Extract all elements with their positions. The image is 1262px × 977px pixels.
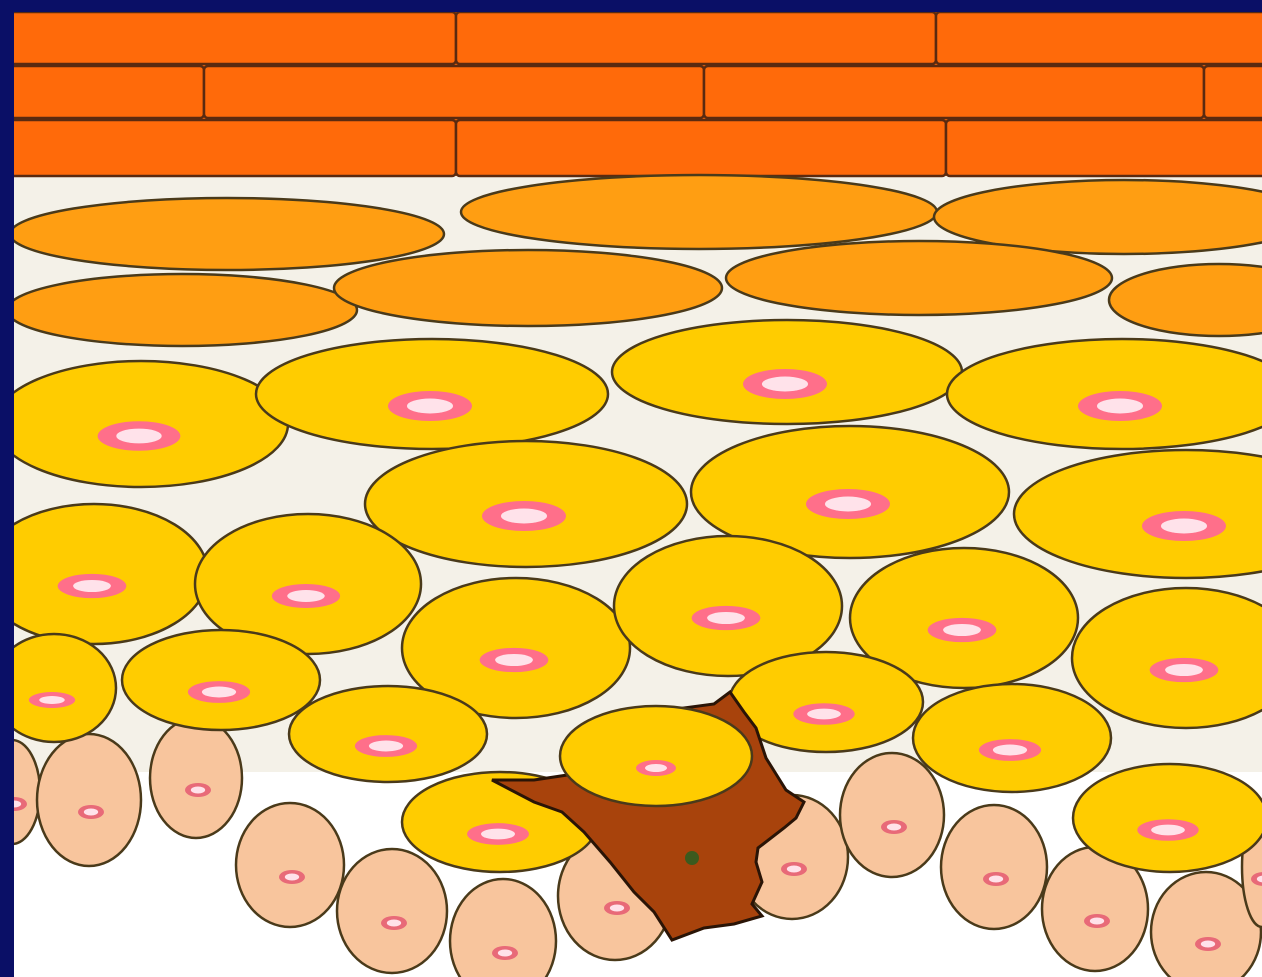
nucleus-highlight xyxy=(191,787,205,794)
nucleus-highlight xyxy=(989,876,1003,883)
brick xyxy=(14,120,456,176)
basal-cell xyxy=(941,805,1047,929)
brick xyxy=(704,66,1204,118)
spinous-cell xyxy=(14,634,116,742)
granular-cell xyxy=(14,274,357,346)
nucleus-highlight xyxy=(495,654,533,666)
stratum-corneum-bricks xyxy=(14,12,1262,176)
nucleus-highlight xyxy=(993,745,1027,756)
nucleus-highlight xyxy=(1151,825,1185,836)
ulcer-spot xyxy=(685,851,699,865)
granular-cell xyxy=(1109,264,1262,336)
nucleus-highlight xyxy=(1097,399,1143,414)
basal-cell xyxy=(150,718,242,838)
spinous-cell xyxy=(289,686,487,782)
nucleus-highlight xyxy=(84,809,98,816)
nucleus-highlight xyxy=(787,866,801,873)
basal-cell xyxy=(337,849,447,973)
stratum-granulosum-cells xyxy=(14,175,1262,346)
brick xyxy=(1204,66,1262,118)
nucleus-highlight xyxy=(116,429,161,444)
nucleus-highlight xyxy=(481,829,515,840)
nucleus-highlight xyxy=(707,612,745,624)
spinous-cell xyxy=(1014,450,1262,578)
spinous-cell xyxy=(14,504,208,644)
nucleus-highlight xyxy=(73,580,111,592)
nucleus-highlight xyxy=(407,399,453,414)
granular-cell xyxy=(726,241,1112,315)
brick xyxy=(14,66,204,118)
brick xyxy=(936,12,1262,64)
nucleus-highlight xyxy=(498,950,512,957)
nucleus-highlight xyxy=(202,687,236,698)
foreground-cells xyxy=(560,706,752,806)
spinous-cell xyxy=(913,684,1111,792)
nucleus-highlight xyxy=(943,624,981,636)
nucleus-highlight xyxy=(1161,519,1207,534)
nucleus-highlight xyxy=(1090,918,1104,925)
spinous-cell xyxy=(1073,764,1262,872)
nucleus-highlight xyxy=(645,764,667,772)
brick xyxy=(946,120,1262,176)
brick xyxy=(204,66,704,118)
nucleus-highlight xyxy=(887,824,901,831)
nucleus-highlight xyxy=(1165,664,1203,676)
granular-cell xyxy=(14,198,444,270)
basal-cell xyxy=(840,753,944,877)
basal-cell xyxy=(37,734,141,866)
nucleus-highlight xyxy=(1201,941,1215,948)
nucleus-highlight xyxy=(762,377,808,392)
nucleus-highlight xyxy=(825,497,871,512)
nucleus-highlight xyxy=(610,905,624,912)
nucleus-highlight xyxy=(287,590,325,602)
granular-cell xyxy=(334,250,722,326)
nucleus-highlight xyxy=(501,509,547,524)
nucleus-highlight xyxy=(369,741,403,752)
brick xyxy=(456,12,936,64)
nucleus-highlight xyxy=(387,920,401,927)
nucleus-highlight xyxy=(39,696,65,704)
spinous-cell xyxy=(1072,588,1262,728)
granular-cell xyxy=(461,175,937,249)
brick xyxy=(14,12,456,64)
basal-cell xyxy=(236,803,344,927)
skin-illustration xyxy=(14,12,1262,977)
nucleus-highlight xyxy=(807,709,841,720)
nucleus-highlight xyxy=(285,874,299,881)
skin-layers-diagram xyxy=(14,12,1262,977)
spinous-cell xyxy=(122,630,320,730)
spinous-cell xyxy=(560,706,752,806)
brick xyxy=(456,120,946,176)
